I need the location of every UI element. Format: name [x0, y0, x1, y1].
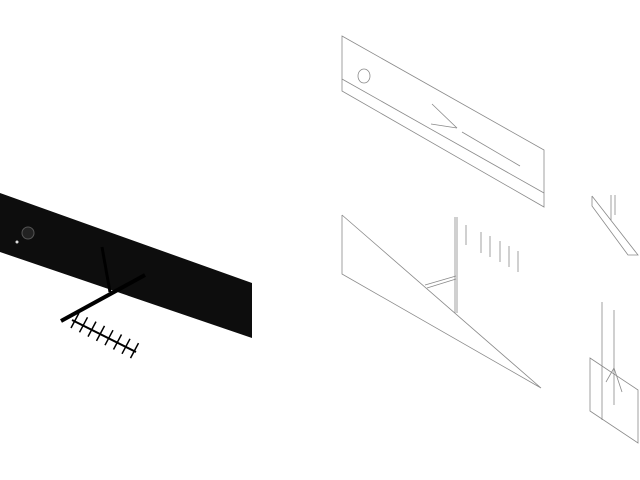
solid-render-view — [0, 193, 252, 359]
wire-round-fixture — [357, 68, 371, 84]
solid-antenna-boom — [60, 273, 146, 323]
antenna-element — [121, 338, 131, 355]
solid-round-fixture — [21, 226, 35, 240]
solid-small-knob — [15, 240, 19, 244]
antenna-element — [129, 342, 140, 359]
antenna-element — [70, 312, 80, 329]
solid-antenna-mast — [100, 246, 112, 293]
wireframe-side-detail-top — [591, 195, 639, 256]
antenna-element — [87, 321, 97, 337]
wireframe-side-detail-bottom — [589, 302, 639, 444]
solid-antenna-rail — [71, 319, 137, 353]
solid-wall-panel — [0, 193, 252, 338]
antenna-element — [95, 325, 106, 342]
wireframe-front-panel — [341, 35, 545, 208]
antenna-element — [112, 334, 123, 350]
antenna-element — [104, 329, 114, 346]
solid-antenna-elements — [70, 312, 140, 359]
antenna-element — [78, 316, 89, 333]
wireframe-lower-panel — [341, 214, 542, 389]
